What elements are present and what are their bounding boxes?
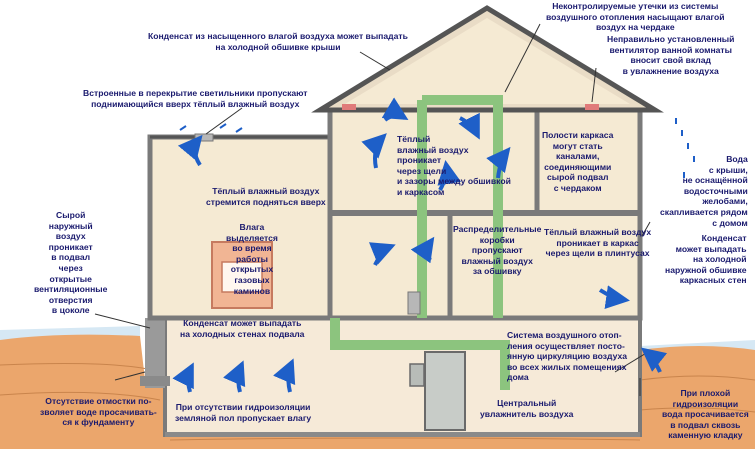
- attic-vent: [342, 104, 356, 110]
- basement-left-wall: [145, 318, 165, 388]
- roof-inner: [345, 18, 630, 104]
- basement-floor: [165, 432, 640, 437]
- label-roof-condensate: Конденсат из насыщенного влагой воздуха …: [148, 31, 408, 52]
- return-duct: [330, 318, 510, 390]
- supply-duct: [417, 95, 503, 318]
- label-ceiling-lights: Встроенные в перекрытие светильники проп…: [83, 88, 308, 109]
- furnace: [424, 351, 466, 431]
- label-no-blind-area: Отсутствие отмостки по-зволяет воде прос…: [40, 396, 157, 428]
- ceiling-leak-marks: [179, 123, 243, 133]
- fireplace-opening: [221, 261, 263, 293]
- ground: [0, 334, 755, 449]
- humidifier-unit: [409, 363, 425, 387]
- roof-drips: [675, 118, 695, 178]
- register: [407, 291, 421, 315]
- footing-left: [140, 376, 170, 386]
- bath-fan: [585, 104, 599, 110]
- label-air-system: Система воздушного отоп-ления осуществля…: [507, 330, 628, 383]
- airflow-arrows: [172, 97, 668, 393]
- ground-texture: [0, 363, 755, 441]
